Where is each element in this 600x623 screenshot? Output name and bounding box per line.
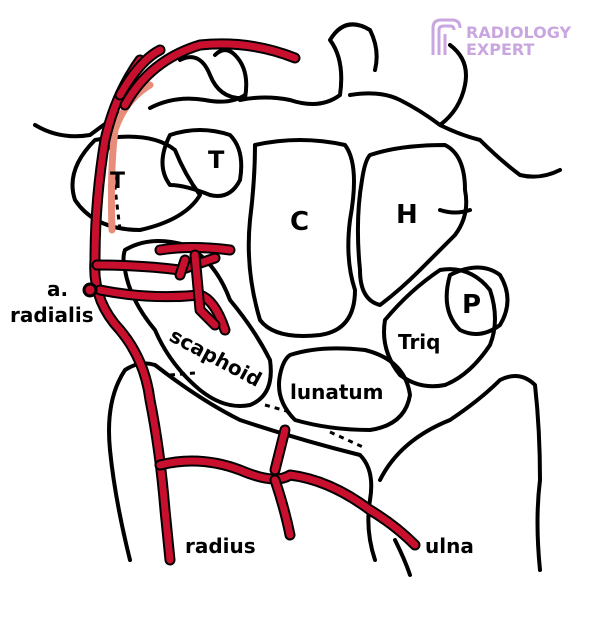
trapezoid-outline: [160, 128, 244, 198]
label-trapezium: T: [110, 169, 125, 194]
metacarpal-bases: [33, 22, 562, 179]
lunatum-outline: [277, 346, 412, 432]
label-artery-line2: radialis: [10, 303, 94, 327]
ulna-outline: [378, 374, 542, 572]
capitate-outline: [246, 138, 357, 338]
arteries: [82, 38, 421, 566]
logo-line1: RADIOLOGY: [466, 23, 572, 42]
label-ulna: ulna: [425, 534, 474, 558]
ulna-lower-edge: [393, 538, 412, 577]
label-trapezoid: T: [208, 146, 225, 174]
hamate-outline: [355, 143, 472, 307]
logo-line2: EXPERT: [466, 40, 535, 59]
label-radius: radius: [185, 534, 256, 558]
radiology-expert-logo: RADIOLOGY EXPERT: [431, 18, 572, 59]
label-capitate: C: [290, 207, 309, 237]
logo-icon: [431, 18, 462, 55]
radius-outline: [107, 361, 377, 562]
label-hamate: H: [396, 200, 418, 230]
label-pisiform: P: [462, 290, 481, 320]
label-lunatum: lunatum: [290, 380, 383, 404]
label-scaphoid: scaphoid: [166, 323, 266, 391]
label-artery-line1: a.: [47, 277, 68, 301]
pisiform-outline: [444, 265, 510, 336]
triquetrum-outline: [382, 267, 497, 389]
label-triquetrum: Triq: [398, 330, 440, 354]
